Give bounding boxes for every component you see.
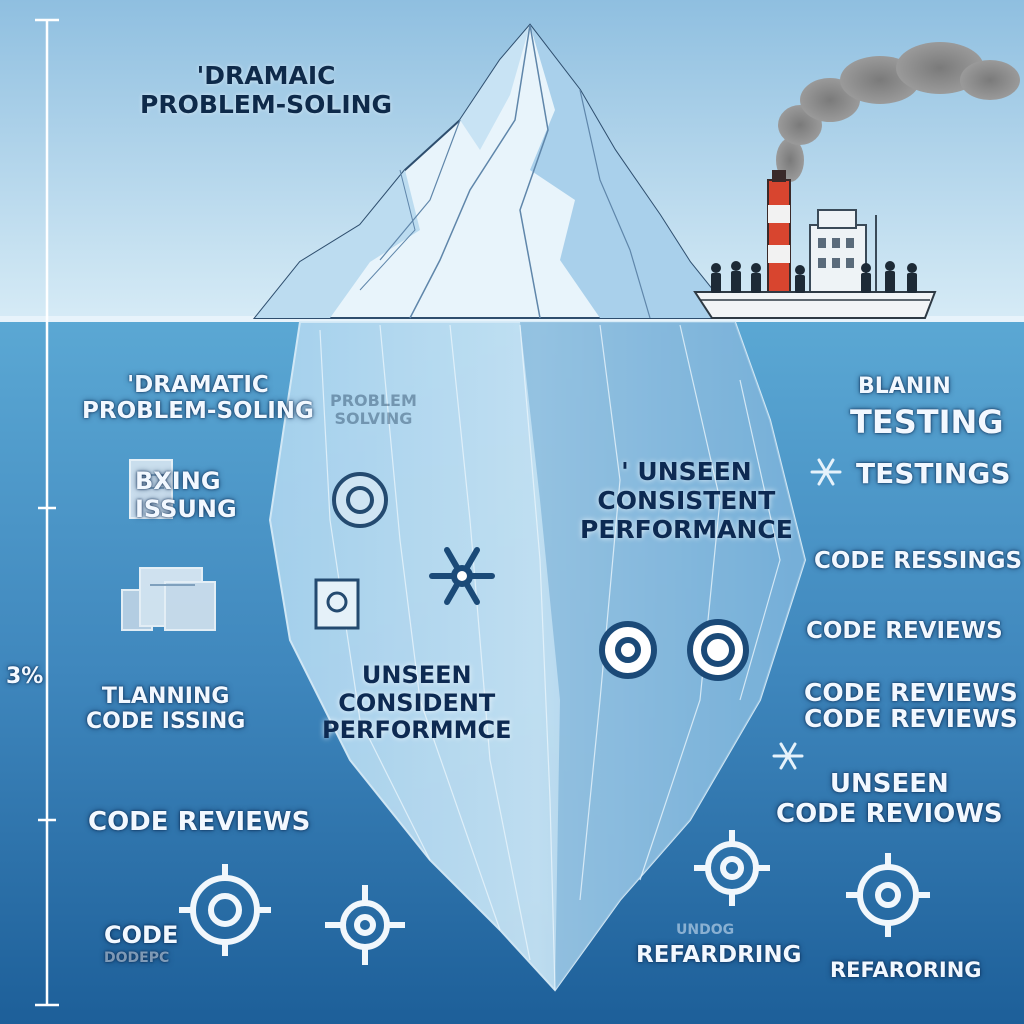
gear-icon	[846, 853, 930, 937]
label-right-code-reviews-1: CODE REVIEWS	[806, 618, 1003, 644]
gear-icon	[332, 472, 388, 528]
snowflake-icon	[772, 742, 804, 770]
label-top-left: 'DRAMAIC PROBLEM-SOLING	[140, 61, 393, 119]
label-left-code-reviews: CODE REVIEWS	[88, 807, 311, 837]
label-left-dramatic: 'DRAMATIC PROBLEM-SOLING	[82, 372, 314, 425]
label-right-testings: TESTINGS	[856, 457, 1011, 490]
label-center-unseen-1: ' UNSEEN CONSISTENT PERFORMANCE	[580, 457, 793, 544]
label-left-issues: BXING ISSUNG	[135, 467, 237, 523]
label-ice-faint: PROBLEM SOLVING	[330, 391, 417, 429]
iceberg-top	[252, 23, 738, 319]
gear-icon	[694, 830, 770, 906]
label-right-testing: TESTING	[850, 403, 1004, 441]
label-percent: 3%	[6, 664, 44, 689]
label-right-blanin: BLANIN	[858, 374, 951, 399]
label-bottom-undo: UNDOG	[676, 922, 735, 938]
label-left-planning: TLANNING CODE ISSING	[86, 684, 246, 735]
label-center-unseen-2: UNSEEN CONSIDENT PERFORMMCE	[322, 661, 512, 745]
snowflake-icon	[429, 547, 495, 605]
snowflake-icon	[810, 458, 842, 486]
ship-icon	[693, 170, 937, 319]
document-icon	[121, 567, 216, 631]
label-bottom-refardring: REFARDRING	[636, 942, 802, 968]
iceberg-underwater	[268, 321, 807, 992]
label-right-code-reviews-2: CODE REVIEWS CODE REVIEWS	[804, 678, 1018, 734]
label-bottom-refaroring: REFARORING	[830, 958, 982, 982]
gear-icon	[179, 864, 271, 956]
gear-icon	[599, 621, 657, 679]
chimney	[767, 170, 791, 301]
document-icon	[129, 459, 173, 519]
smoke-icon	[776, 42, 1020, 182]
document-icon	[314, 578, 360, 630]
label-right-unseen: UNSEEN CODE REVIOWS	[776, 769, 1003, 829]
gear-icon	[687, 619, 749, 681]
label-right-code-ressings: CODE RESSINGS	[814, 548, 1023, 574]
scale-bar	[35, 18, 59, 1007]
people-icon	[711, 261, 917, 293]
gear-icon	[325, 885, 405, 965]
label-left-code: CODE DODEPC	[104, 921, 179, 966]
